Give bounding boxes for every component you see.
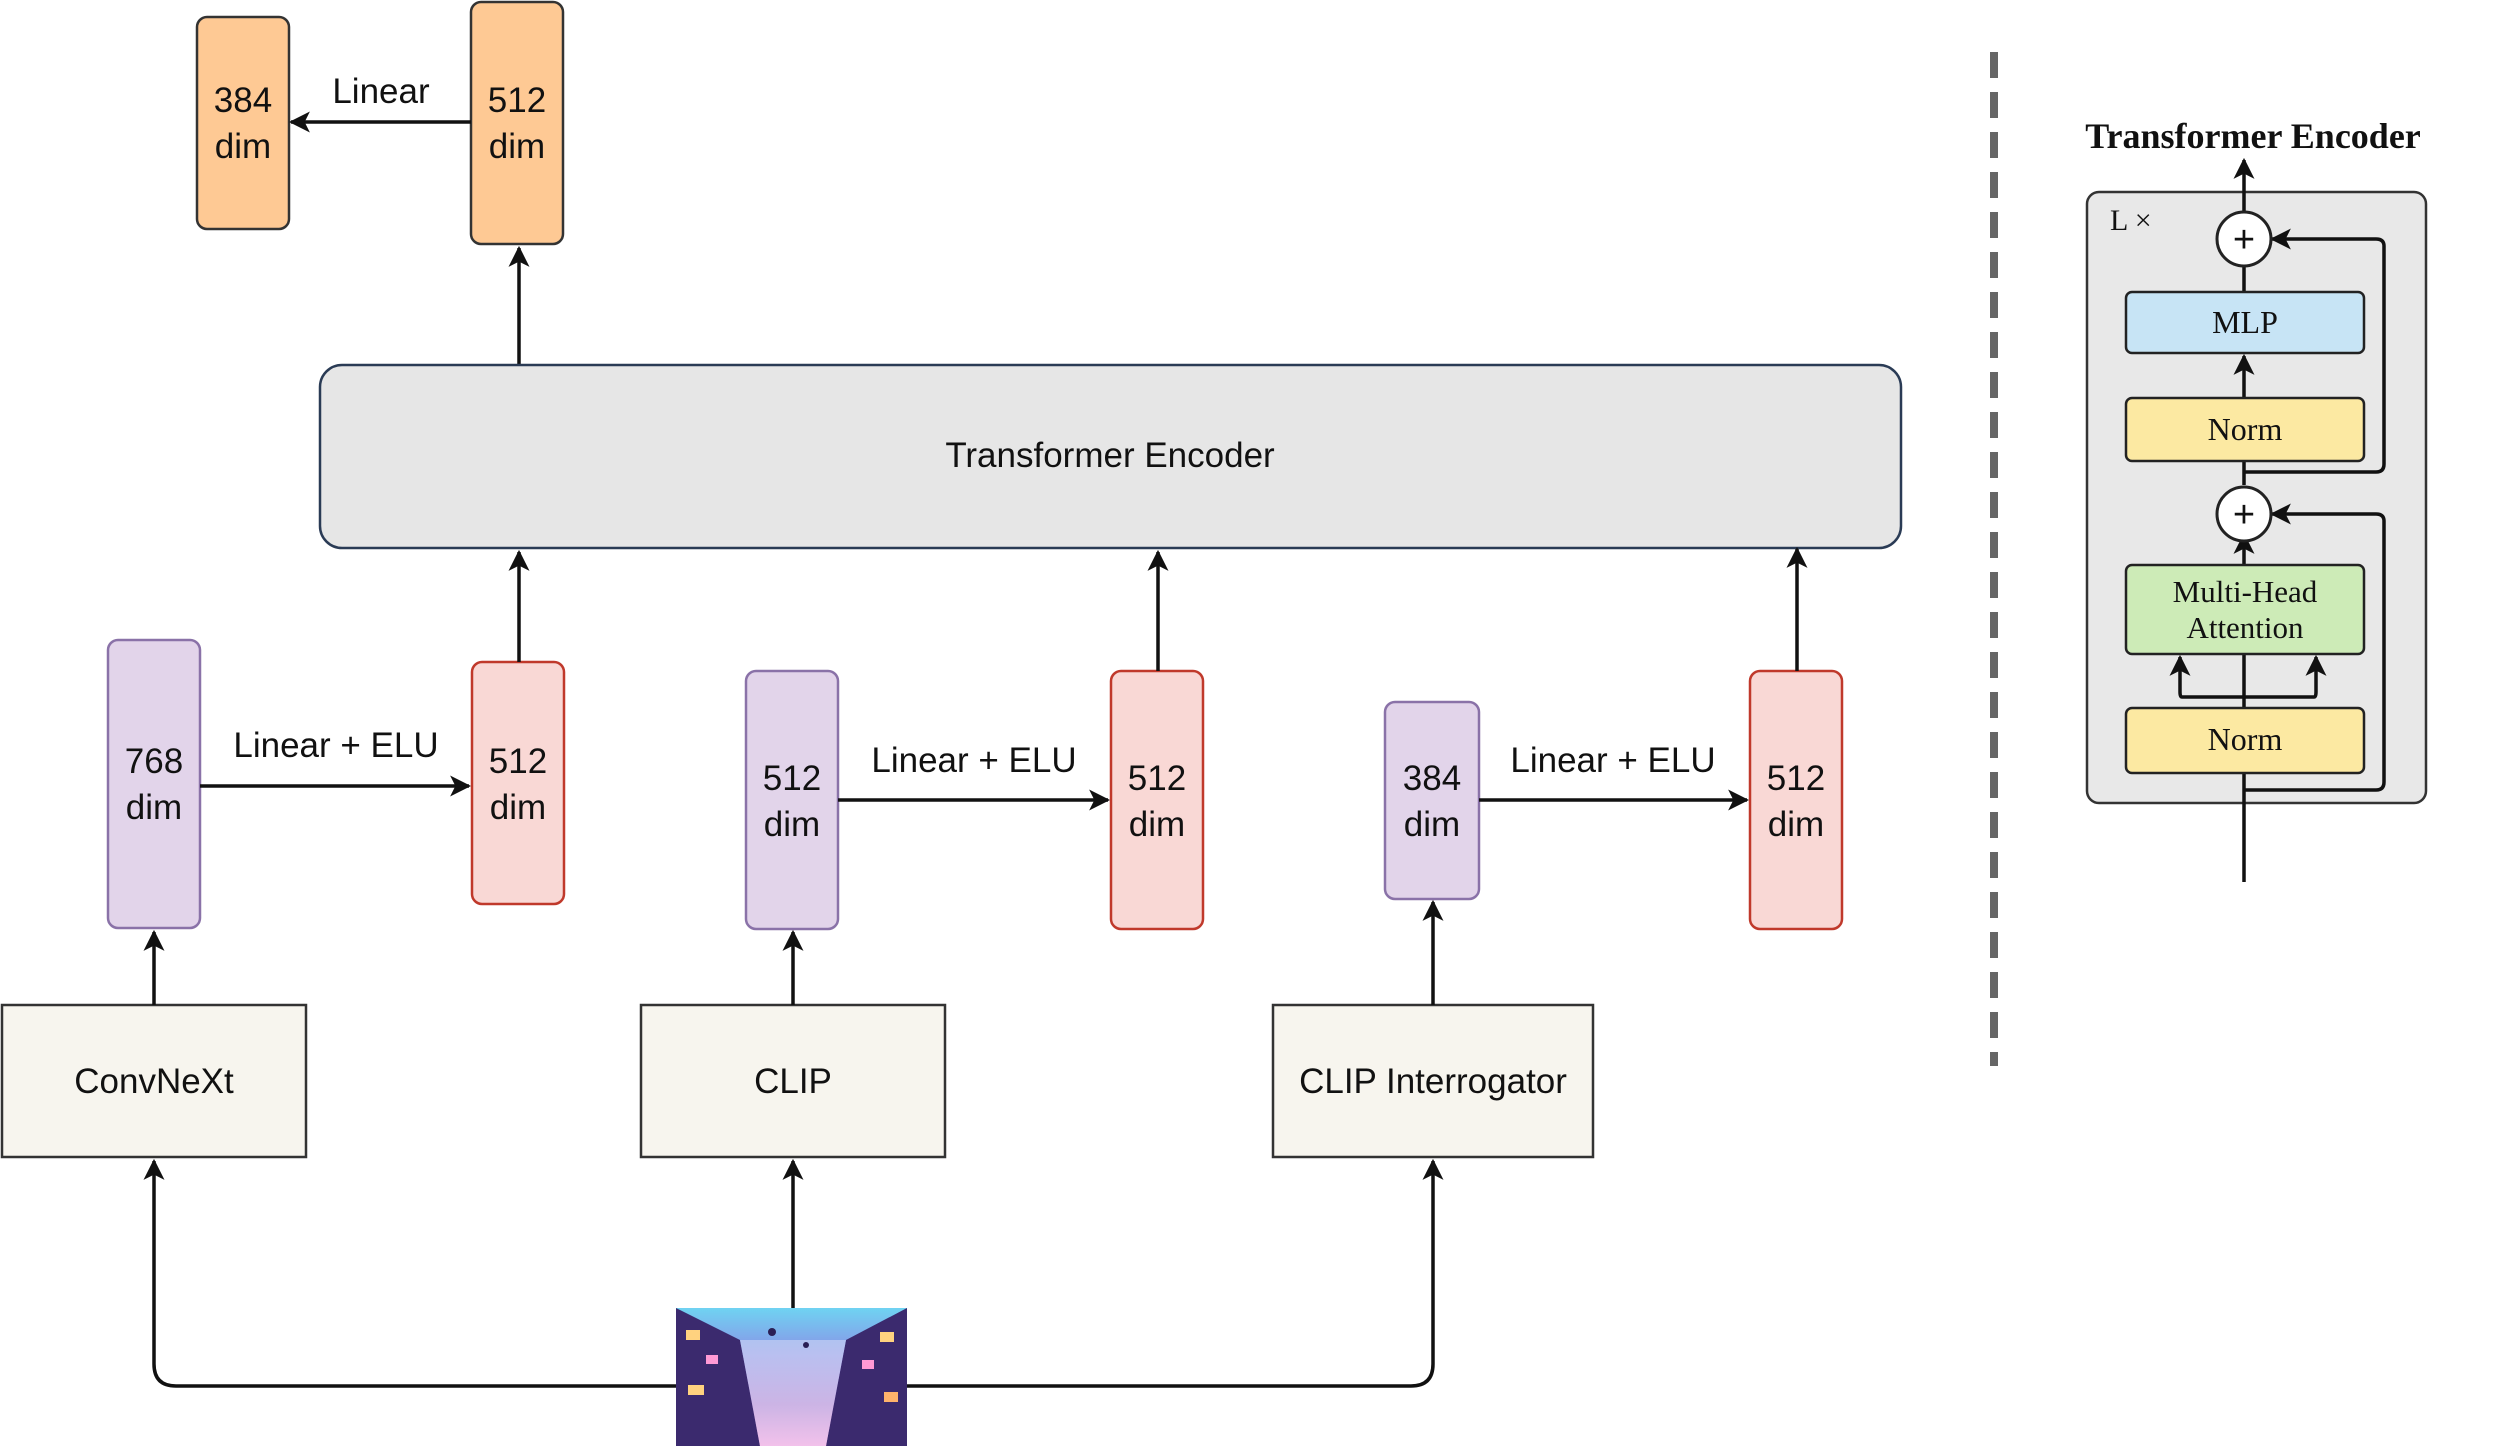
norm-block-top: Norm xyxy=(2124,396,2366,463)
input-dim-num: 768 xyxy=(125,742,183,781)
input-dim-num: 384 xyxy=(1403,759,1461,798)
output-512-unit: dim xyxy=(489,127,545,166)
output-512-box: 512 dim xyxy=(469,0,565,246)
linear-elu-label: Linear + ELU xyxy=(233,726,438,765)
transformer-encoder-label: Transformer Encoder xyxy=(945,436,1275,475)
mlp-block: MLP xyxy=(2124,290,2366,355)
output-384-num: 384 xyxy=(214,81,272,120)
residual-attention-arrow xyxy=(2244,503,2386,792)
branch-convnext: 768 dim Linear + ELU 512 dim ConvNeXt xyxy=(0,549,566,1159)
detail-title: Transformer Encoder xyxy=(2085,116,2421,156)
projected-dim-num: 512 xyxy=(489,742,547,781)
add-node-bottom: + xyxy=(2215,485,2273,543)
norm-block-bottom: Norm xyxy=(2124,706,2366,775)
projected-dim-num: 512 xyxy=(1128,759,1186,798)
input-dim-box-768: 768 dim xyxy=(106,638,202,930)
image-to-interrogator-arrow xyxy=(907,1158,1444,1388)
attention-v-arrow xyxy=(2244,654,2327,699)
norm-label: Norm xyxy=(2208,721,2283,757)
projected-dim-box-512: 512 dim xyxy=(1748,669,1844,931)
input-dim-box-384: 384 dim xyxy=(1383,700,1481,901)
linear-label: Linear xyxy=(332,72,430,111)
attention-k-arrow xyxy=(2169,654,2244,699)
norm-label: Norm xyxy=(2208,411,2283,447)
input-dim-box-512: 512 dim xyxy=(744,669,840,931)
anime-city-street-image xyxy=(676,1308,907,1446)
input-dim-unit: dim xyxy=(764,805,820,844)
residual-mlp-arrow xyxy=(2244,228,2386,474)
plus-symbol: + xyxy=(2233,494,2255,536)
backbone-clip: CLIP xyxy=(639,1003,947,1159)
image-to-convnext-arrow xyxy=(143,1158,676,1388)
backbone-convnext: ConvNeXt xyxy=(0,1003,308,1159)
projected-dim-unit: dim xyxy=(490,788,546,827)
multi-head-attention-block: Multi-Head Attention xyxy=(2124,563,2366,656)
repeat-label: L × xyxy=(2110,204,2152,237)
output-384-box: 384 dim xyxy=(195,15,291,231)
input-dim-num: 512 xyxy=(763,759,821,798)
attention-label-line1: Multi-Head xyxy=(2173,574,2318,609)
input-dim-unit: dim xyxy=(1404,805,1460,844)
add-node-top: + xyxy=(2215,210,2273,268)
projected-dim-box-512: 512 dim xyxy=(1109,669,1205,931)
plus-symbol: + xyxy=(2233,219,2255,261)
backbone-label: CLIP Interrogator xyxy=(1299,1062,1567,1101)
backbone-label: CLIP xyxy=(754,1062,832,1101)
branch-clip-interrogator: 384 dim Linear + ELU 512 dim CLIP Interr… xyxy=(1271,546,1844,1159)
linear-elu-label: Linear + ELU xyxy=(871,741,1076,780)
encoder-detail-panel: Transformer Encoder L × MLP Norm Multi-H… xyxy=(2085,116,2428,882)
projected-dim-unit: dim xyxy=(1768,805,1824,844)
output-512-num: 512 xyxy=(488,81,546,120)
input-dim-unit: dim xyxy=(126,788,182,827)
mlp-label: MLP xyxy=(2212,304,2278,340)
projected-dim-num: 512 xyxy=(1767,759,1825,798)
backbone-label: ConvNeXt xyxy=(74,1062,234,1101)
branch-clip: 512 dim Linear + ELU 512 dim CLIP xyxy=(639,549,1205,1159)
projected-dim-unit: dim xyxy=(1129,805,1185,844)
output-384-unit: dim xyxy=(215,127,271,166)
transformer-encoder-block: Transformer Encoder xyxy=(318,363,1903,550)
attention-label-line2: Attention xyxy=(2186,610,2304,645)
projected-dim-box-512: 512 dim xyxy=(470,660,566,906)
backbone-clip-interrogator: CLIP Interrogator xyxy=(1271,1003,1595,1159)
linear-elu-label: Linear + ELU xyxy=(1510,741,1715,780)
